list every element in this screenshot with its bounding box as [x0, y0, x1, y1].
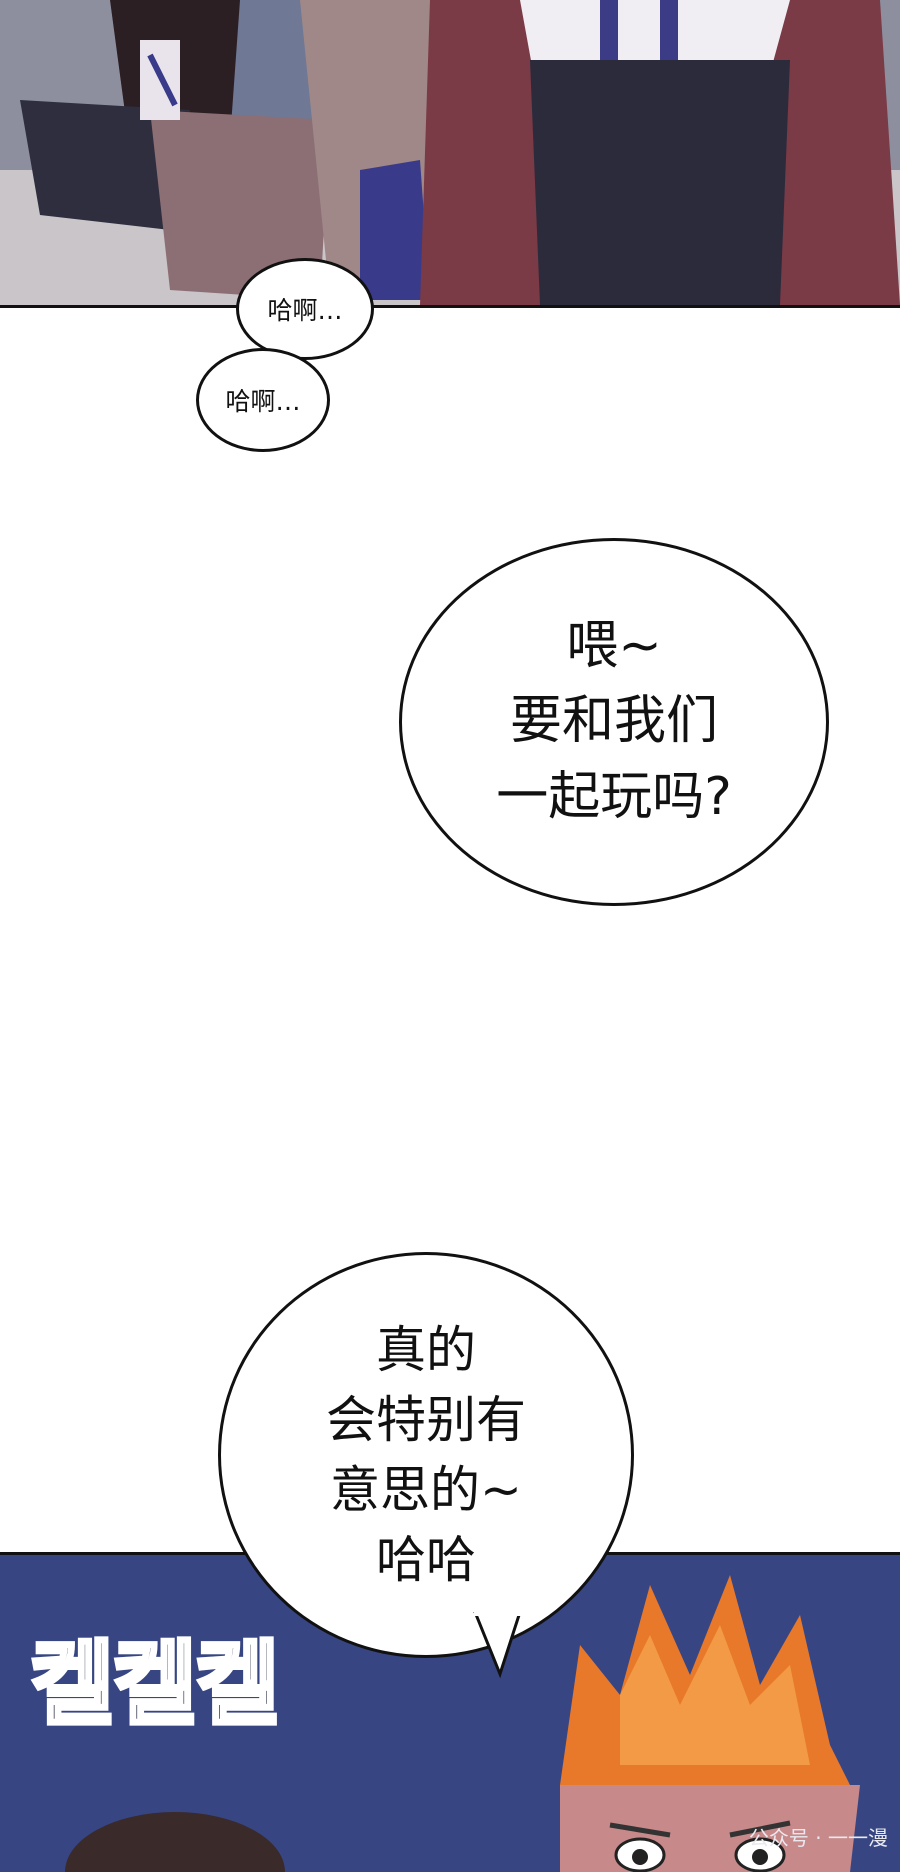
speech-bubble-text: 哈啊… — [225, 387, 301, 416]
top-panel-art — [0, 0, 900, 305]
speech-bubble-invite: 喂~ 要和我们 一起玩吗? — [399, 538, 829, 906]
laugh-sound-effect: 켈켈켈 — [28, 1629, 282, 1740]
speech-bubble-small-2: 哈啊… — [196, 348, 330, 452]
speech-bubble-text: 真的 会特别有 意思的~ 哈哈 — [326, 1321, 526, 1589]
speech-bubble-text: 哈啊… — [267, 296, 343, 325]
watermark: 公众号 · 一一漫 — [748, 1826, 888, 1850]
bubble-tail — [473, 1612, 522, 1679]
speech-bubble-text: 喂~ 要和我们 一起玩吗? — [496, 615, 732, 827]
top-panel — [0, 0, 900, 308]
speech-bubble-fun: 真的 会特别有 意思的~ 哈哈 — [218, 1252, 634, 1658]
speech-bubble-small-1: 哈啊… — [236, 258, 374, 360]
